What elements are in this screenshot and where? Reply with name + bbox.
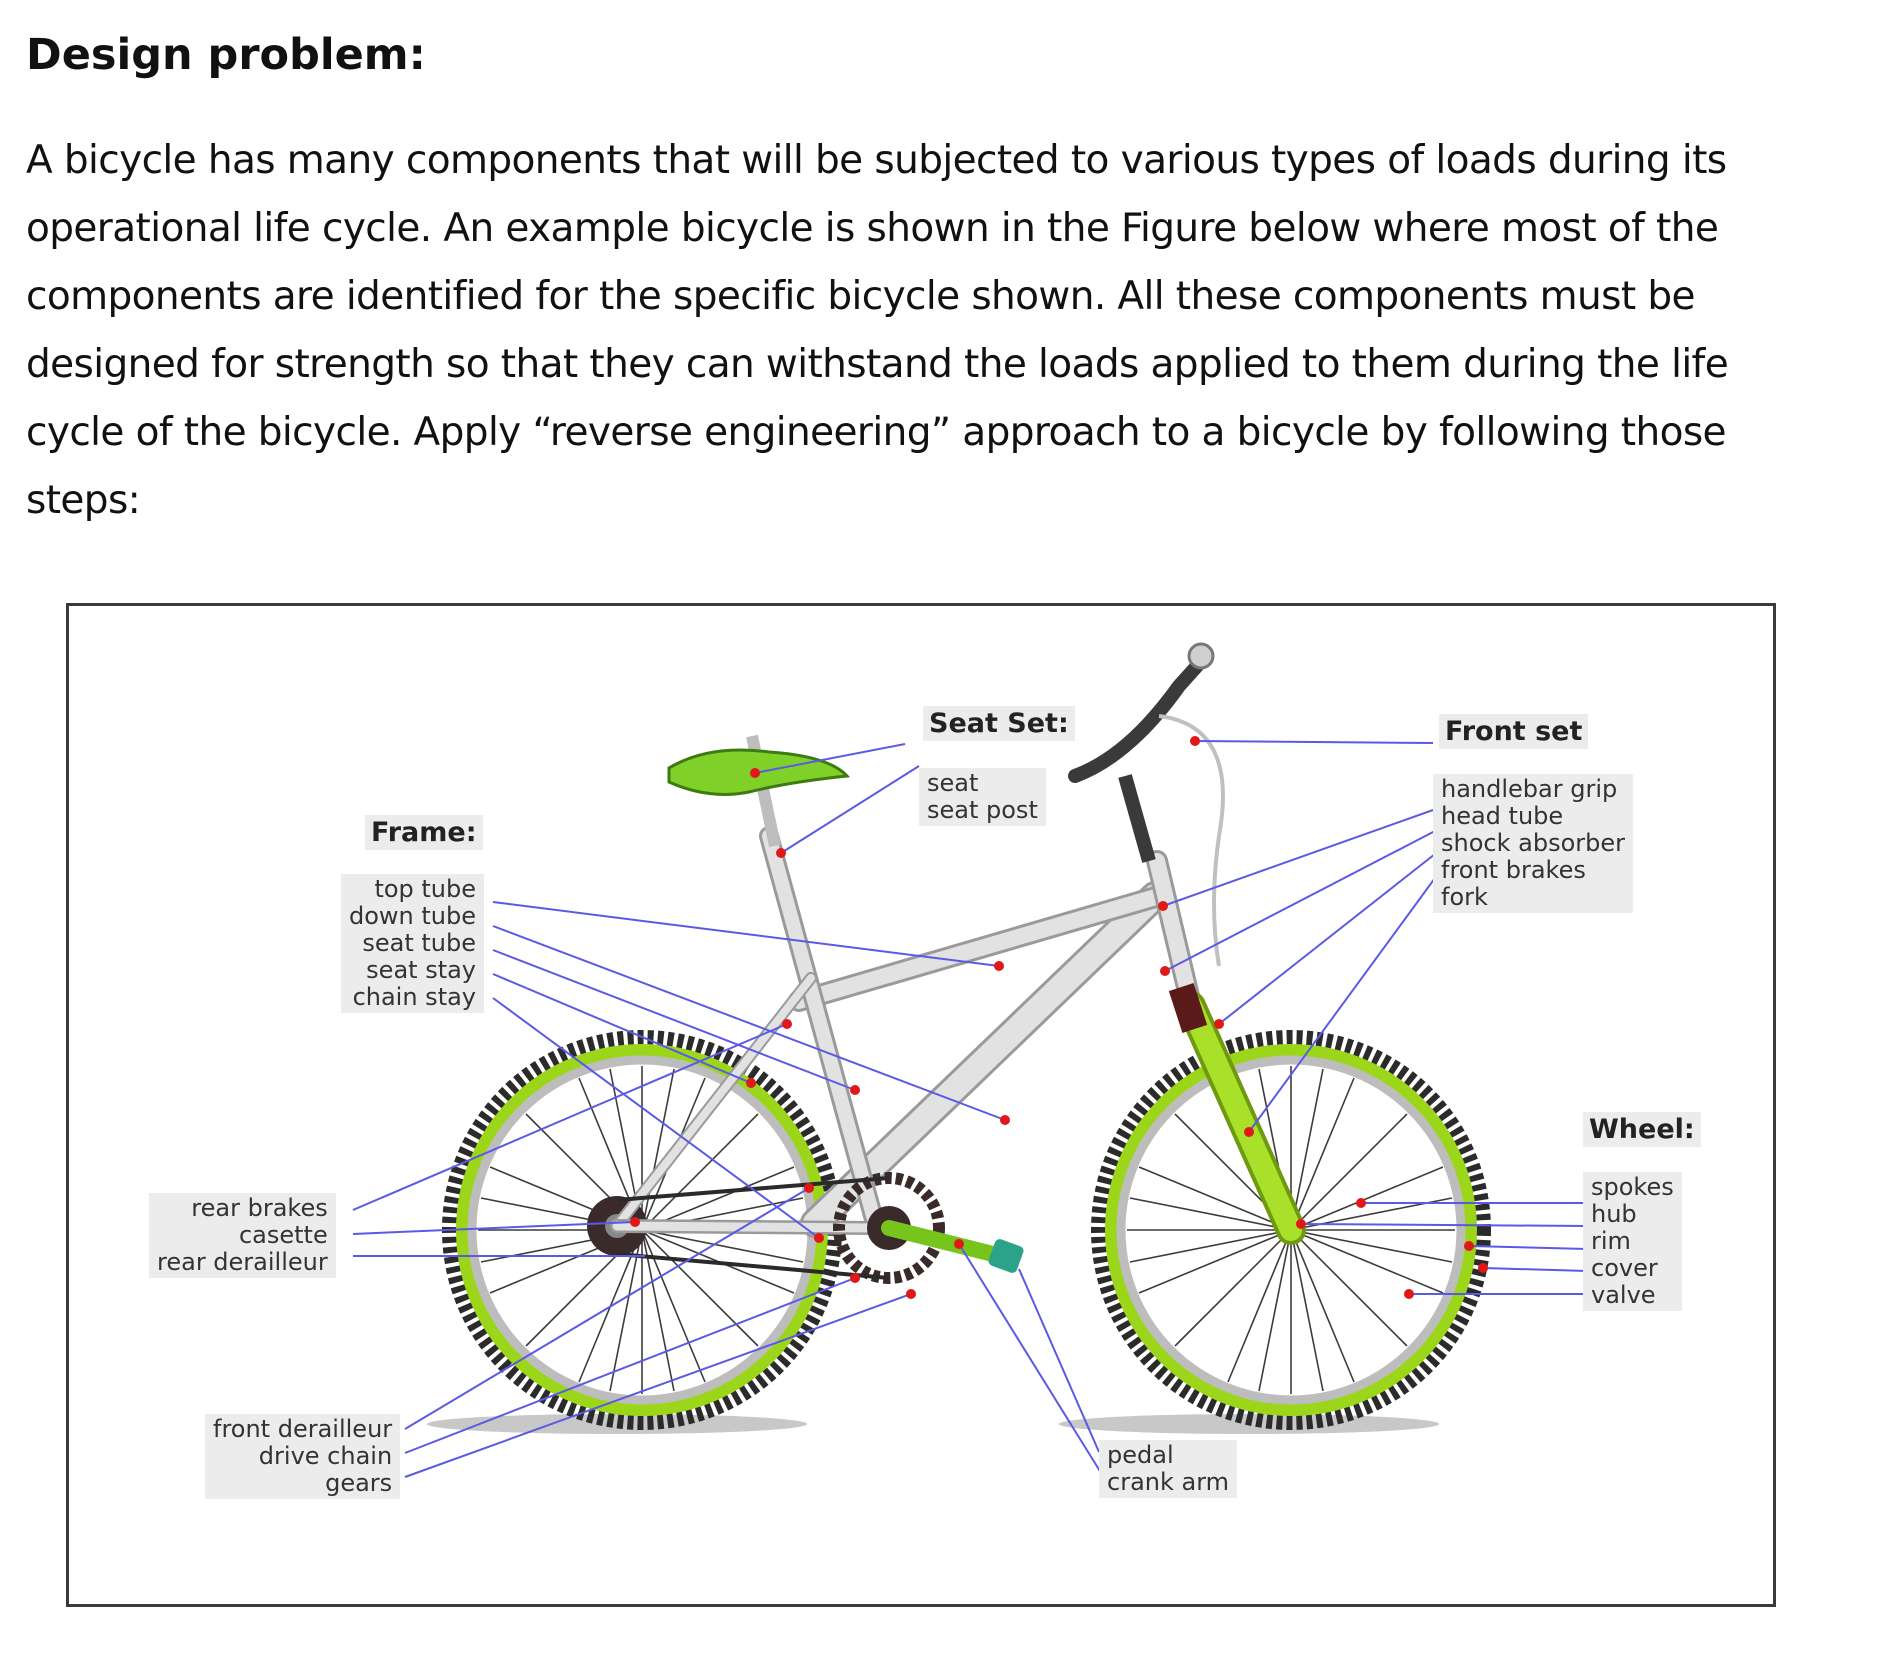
leader-lines <box>352 740 1588 1478</box>
rear-wheel-shadow <box>427 1414 807 1434</box>
label-down-tube: down tube <box>349 902 477 930</box>
bicycle-figure: Seat Set: seat seat post Front set handl… <box>66 603 1776 1607</box>
problem-paragraph: A bicycle has many components that will … <box>26 127 1878 535</box>
label-seat-tube: seat tube <box>362 929 477 957</box>
fork-graphic <box>1168 983 1306 1245</box>
paragraph-line: designed for strength so that they can w… <box>26 342 1729 387</box>
handlebar-graphic <box>1068 642 1225 967</box>
label-front-brakes: front brakes <box>1441 856 1586 884</box>
label-rear-brakes: rear brakes <box>191 1194 328 1222</box>
label-handlebar-grip: handlebar grip <box>1441 775 1618 803</box>
label-rear-derailleur: rear derailleur <box>157 1248 328 1276</box>
paragraph-line: cycle of the bicycle. Apply “reverse eng… <box>26 410 1727 455</box>
drive-group-labels: front derailleur drive chain gears <box>205 1414 401 1499</box>
label-drive-chain: drive chain <box>258 1442 393 1470</box>
frame-graphic <box>610 826 1200 1238</box>
paragraph-line: operational life cycle. An example bicyc… <box>26 206 1719 251</box>
frame-title: Frame: <box>365 815 483 850</box>
label-seat: seat <box>927 769 979 797</box>
label-chain-stay: chain stay <box>352 983 477 1011</box>
label-gears: gears <box>325 1469 393 1497</box>
bicycle-illustration <box>352 642 1588 1478</box>
label-rim: rim <box>1591 1227 1631 1255</box>
label-cover: cover <box>1591 1254 1658 1282</box>
wheel-title: Wheel: <box>1583 1112 1701 1147</box>
wheel-labels: spokes hub rim cover valve <box>1583 1172 1682 1311</box>
label-shock-absorber: shock absorber <box>1441 829 1625 857</box>
frame-labels: top tube down tube seat tube seat stay c… <box>341 874 485 1013</box>
label-top-tube: top tube <box>374 875 477 903</box>
label-crank-arm: crank arm <box>1107 1468 1230 1496</box>
rear-group-labels: rear brakes casette rear derailleur <box>149 1193 336 1278</box>
front-set-labels: handlebar grip head tube shock absorber … <box>1433 774 1633 913</box>
label-pedal: pedal <box>1107 1441 1174 1469</box>
front-set-title: Front set <box>1439 714 1589 749</box>
document-heading: Design problem: <box>26 30 426 80</box>
label-fork: fork <box>1441 883 1488 911</box>
label-spokes: spokes <box>1591 1173 1674 1201</box>
seat-set-title: Seat Set: <box>923 706 1075 741</box>
pedal-group-labels: pedal crank arm <box>1099 1440 1238 1498</box>
seat-set-labels: seat seat post <box>919 768 1046 826</box>
label-valve: valve <box>1591 1281 1656 1309</box>
label-seat-stay: seat stay <box>366 956 477 984</box>
component-markers <box>630 736 1488 1299</box>
label-seat-post: seat post <box>927 796 1038 824</box>
paragraph-line: A bicycle has many components that will … <box>26 138 1727 183</box>
label-front-derailleur: front derailleur <box>213 1415 393 1443</box>
label-casette: casette <box>238 1221 328 1249</box>
label-head-tube: head tube <box>1441 802 1564 830</box>
paragraph-line: steps: <box>26 478 141 523</box>
paragraph-line: components are identified for the specif… <box>26 274 1696 319</box>
label-hub: hub <box>1591 1200 1637 1228</box>
